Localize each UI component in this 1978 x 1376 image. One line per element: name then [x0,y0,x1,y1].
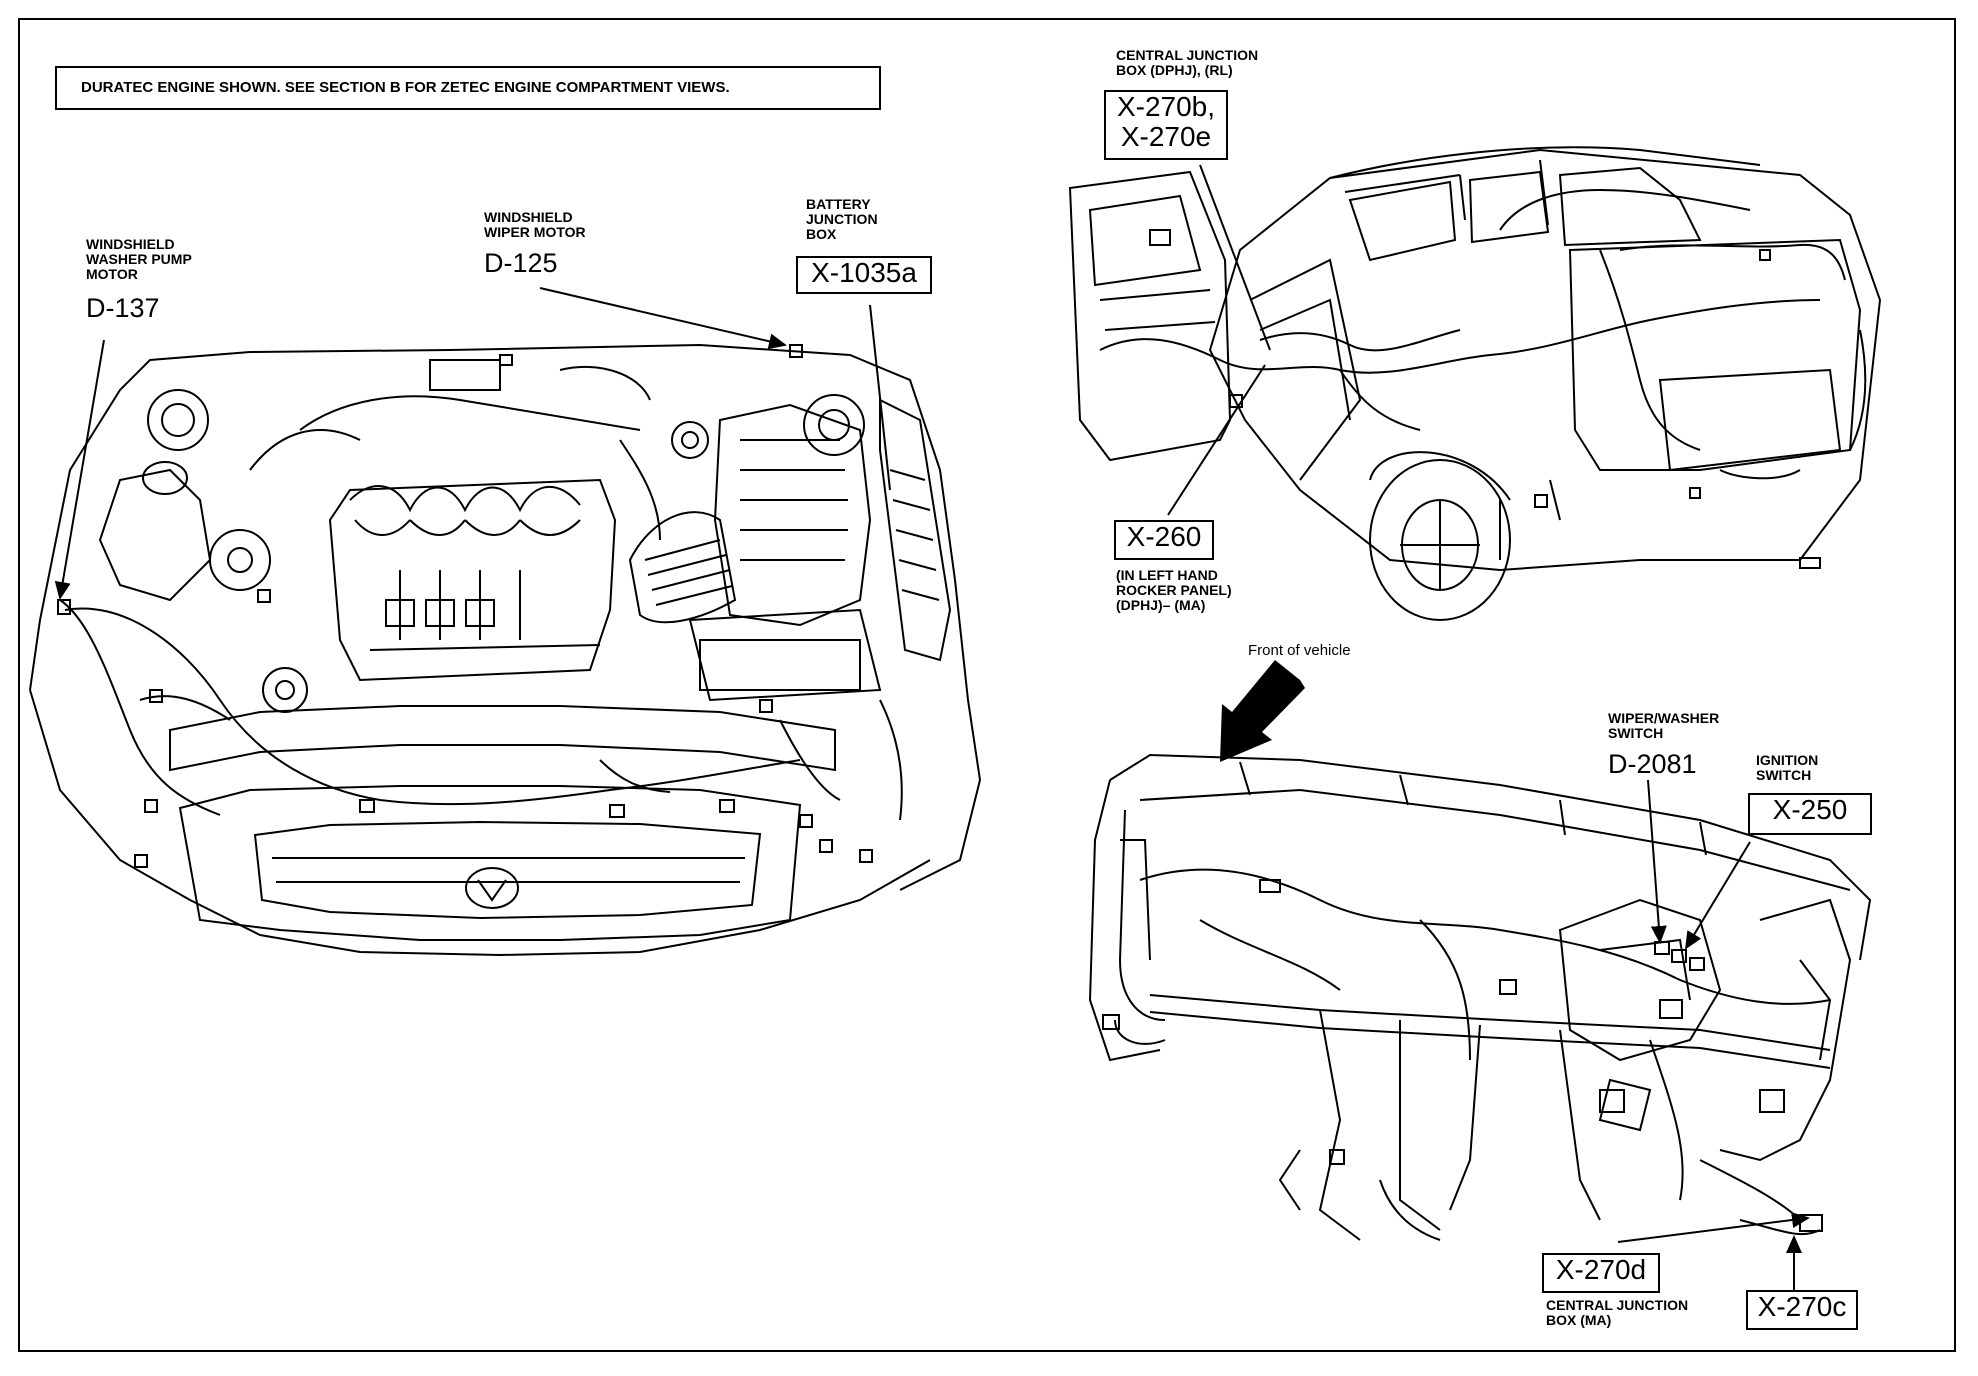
engine-leader-lines [54,287,891,600]
washer-pump-leader-arrow [54,339,105,600]
central-rl-code-box: X-270b, X-270e [1104,90,1228,160]
wiper-switch-label: WIPER/WASHER SWITCH [1608,710,1720,741]
ignition-code-box: X-250 [1748,793,1872,835]
wiper-switch-code: D-2081 [1608,749,1697,779]
dashboard-drawing [1088,753,1872,1241]
battery-box-leader [869,304,891,491]
front-of-vehicle-arrow [1220,660,1305,762]
ignition-code: X-250 [1772,794,1848,825]
x260-code: X-260 [1126,521,1202,552]
ignition-leader-arrow [1684,841,1751,950]
washer-pump-code: D-137 [86,293,160,323]
central-rl-code-2: X-270e [1120,121,1212,152]
ignition-label: IGNITION SWITCH [1756,752,1819,783]
x270c-code: X-270c [1757,1291,1847,1322]
battery-box-code-box: X-1035a [796,256,932,294]
engine-note: DURATEC ENGINE SHOWN. SEE SECTION B FOR … [55,66,881,110]
central-rl-leader [1199,164,1271,351]
x270d-leader-arrow [1617,1212,1810,1243]
wiper-motor-label: WINDSHIELD WIPER MOTOR [484,209,586,240]
engine-compartment-drawing [29,343,982,957]
suv-leader-lines [1167,164,1271,516]
battery-box-label: BATTERY JUNCTION BOX [806,196,878,242]
front-of-vehicle-label: Front of vehicle [1248,642,1351,659]
suv-body-drawing [1068,146,1882,621]
dashboard-leader-lines [1617,779,1810,1290]
x260-code-box: X-260 [1114,520,1214,560]
wiper-motor-leader-arrow [539,287,787,350]
x260-leader [1167,364,1266,516]
central-rl-label: CENTRAL JUNCTION BOX (DPHJ), (RL) [1116,47,1259,78]
wiper-motor-code: D-125 [484,248,558,278]
central-rl-code-1: X-270b, [1116,91,1216,122]
battery-box-code: X-1035a [811,257,917,288]
page-border [18,18,1956,1352]
wiper-switch-leader-arrow [1647,779,1667,944]
x270d-code-box: X-270d [1542,1253,1660,1293]
x270c-code-box: X-270c [1746,1290,1858,1330]
x270d-label: CENTRAL JUNCTION BOX (MA) [1546,1297,1689,1328]
x270d-code: X-270d [1555,1254,1647,1285]
washer-pump-label: WINDSHIELD WASHER PUMP MOTOR [86,236,192,282]
x260-label: (IN LEFT HAND ROCKER PANEL) (DPHJ)– (MA) [1116,567,1232,613]
